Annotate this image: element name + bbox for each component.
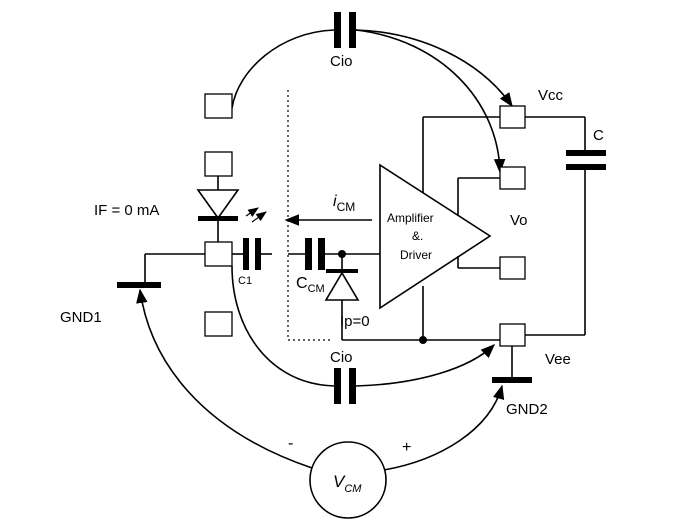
label-amp-line1: Amplifier <box>387 211 434 225</box>
ccm-capacitor <box>305 238 325 270</box>
isolation-barrier <box>287 90 330 341</box>
c-bypass-capacitor <box>566 150 606 170</box>
cio-top-arrow-to-vo <box>355 29 506 174</box>
vcm-arrow-to-gnd1 <box>136 288 313 469</box>
label-if: IF = 0 mA <box>94 202 159 219</box>
gnd2-bar <box>492 377 532 383</box>
led-diode <box>196 189 240 221</box>
label-vcc: Vcc <box>538 87 564 104</box>
pin-box-vo <box>499 166 526 190</box>
photodiode <box>324 269 360 301</box>
cio-top-wire-left <box>231 29 335 109</box>
gnd1-bar <box>117 282 161 288</box>
label-cio-top: Cio <box>330 53 353 70</box>
pin-box-3-cathode <box>204 241 233 267</box>
label-vcm: VCM <box>333 472 362 495</box>
label-gnd2: GND2 <box>506 401 548 418</box>
label-amp-line2: &. <box>412 229 423 243</box>
pin-box-vee <box>499 323 526 347</box>
label-amp-line3: Driver <box>400 248 432 262</box>
label-gnd1: GND1 <box>60 309 102 326</box>
label-ip: Ip=0 <box>340 313 370 330</box>
pin-box-nc <box>499 256 526 280</box>
label-vee: Vee <box>545 351 571 368</box>
label-c1: C1 <box>238 275 252 287</box>
pin-box-4 <box>204 311 233 337</box>
cio-bottom-capacitor <box>334 368 356 404</box>
label-minus: - <box>288 435 293 452</box>
vcm-arrow-to-gnd2 <box>383 384 505 471</box>
c1-capacitor <box>243 238 261 270</box>
label-ccm: CCM <box>296 275 325 295</box>
label-plus: + <box>402 439 411 456</box>
cio-top-arrow-to-vcc <box>355 29 513 108</box>
pin-box-1 <box>204 93 233 119</box>
label-icm: iCM <box>333 193 355 214</box>
label-vo: Vo <box>510 212 528 229</box>
pin-box-2 <box>204 151 233 177</box>
pin-box-vcc <box>499 105 526 129</box>
label-cio-bottom: Cio <box>330 349 353 366</box>
cio-bottom-wire-left <box>231 265 335 387</box>
led-light-arrows <box>245 207 267 223</box>
cio-top-capacitor <box>334 12 356 48</box>
vcm-source <box>309 441 387 519</box>
amplifier-driver <box>379 163 492 310</box>
label-c: C <box>593 127 604 144</box>
cio-bottom-arrow-to-vee <box>355 344 496 387</box>
